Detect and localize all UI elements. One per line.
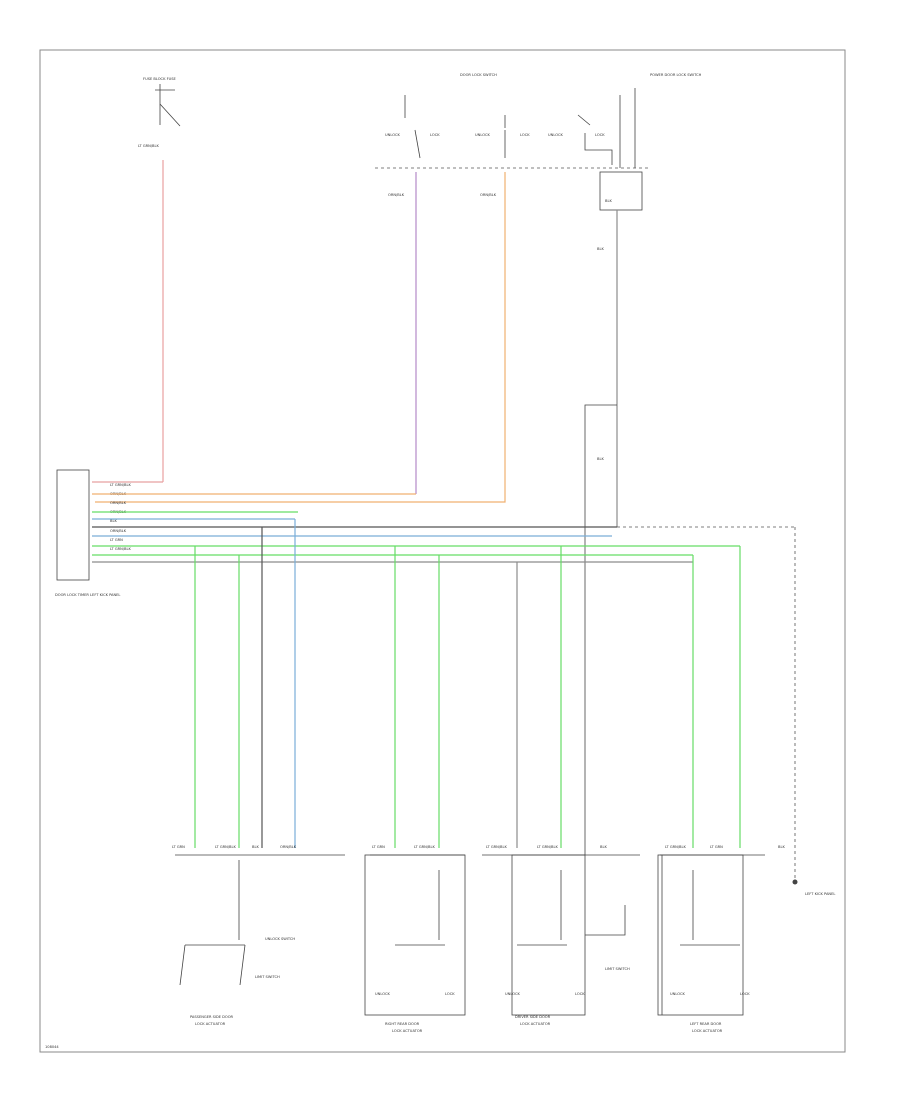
pass-block-sub: LOCK ACTUATOR	[195, 1022, 226, 1026]
orange-wire-drop	[95, 172, 506, 503]
rr-block-title: RIGHT REAR DOOR	[385, 1022, 420, 1026]
connector-blk-tag: BLK	[605, 199, 612, 203]
ground-label: LEFT KICK PANEL	[805, 892, 835, 896]
bottom-wire-tags: LT GRN LT GRN/BLK BLK ORN/BLK LT GRN LT …	[172, 845, 785, 849]
pin-label-8: LT GRN/BLK	[110, 547, 131, 551]
rr-unlock: UNLOCK	[375, 992, 391, 996]
fuse-block-label: FUSE BLOCK FUSE	[143, 77, 177, 81]
pin-label-7: LT GRN	[110, 538, 123, 542]
drv-block-sub: LOCK ACTUATOR	[520, 1022, 551, 1026]
switch3-unlock: UNLOCK	[548, 133, 564, 137]
btag-4: ORN/BLK	[280, 845, 297, 849]
drv-unlock: UNLOCK	[505, 992, 521, 996]
diagram-frame	[39, 49, 846, 1053]
btag-11: LT GRN	[710, 845, 723, 849]
module-pin-labels: LT GRN/BLK ORN/BLK ORN/BLK ORN/BLK BLK O…	[110, 483, 131, 551]
fuse-block	[155, 84, 181, 127]
lr-block-title: LEFT REAR DOOR	[690, 1022, 722, 1026]
blk-tag-2: BLK	[597, 457, 604, 461]
pass-limit-switch: LIMIT SWITCH	[255, 975, 280, 979]
switch-connector: BLK	[599, 171, 643, 211]
door-lock-switch-label: DOOR LOCK SWITCH	[460, 73, 497, 77]
btag-2: LT GRN/BLK	[215, 845, 236, 849]
btag-10: LT GRN/BLK	[665, 845, 686, 849]
pin-label-5: BLK	[110, 519, 117, 523]
btag-5: LT GRN	[372, 845, 385, 849]
pin-label-6: ORN/BLK	[110, 529, 127, 533]
pass-block-title: PASSENGER SIDE DOOR	[190, 1015, 234, 1019]
lr-lock: LOCK	[740, 992, 750, 996]
drv-block-title: DRIVER SIDE DOOR	[515, 1015, 551, 1019]
door-lock-module	[56, 469, 90, 581]
lock-switch-2: UNLOCK LOCK	[475, 115, 530, 158]
left-rear-door-block: UNLOCK LOCK LEFT REAR DOOR LOCK ACTUATOR	[657, 854, 750, 1033]
module-label: DOOR LOCK TIMER LEFT KICK PANEL	[55, 593, 120, 597]
orange-wire-tag: ORN/BLK	[480, 193, 497, 197]
pin-label-3: ORN/BLK	[110, 501, 127, 505]
limit-switch-return	[584, 404, 617, 855]
lr-block-sub: LOCK ACTUATOR	[692, 1029, 723, 1033]
ground-point	[792, 879, 798, 885]
page-reference: 108044	[45, 1045, 59, 1049]
switch1-unlock: UNLOCK	[385, 133, 401, 137]
btag-9: BLK	[600, 845, 607, 849]
switch3-lock: LOCK	[595, 133, 605, 137]
blk-tag-1: BLK	[597, 247, 604, 251]
drv-limit-switch: LIMIT SWITCH	[605, 967, 630, 971]
power-lock-switch-label: POWER DOOR LOCK SWITCH	[650, 73, 702, 77]
switch1-lock: LOCK	[430, 133, 440, 137]
btag-12: BLK	[778, 845, 785, 849]
drv-lock: LOCK	[575, 992, 585, 996]
purple-wire-tag: ORN/BLK	[388, 193, 405, 197]
right-rear-door-block: UNLOCK LOCK RIGHT REAR DOOR LOCK ACTUATO…	[364, 854, 466, 1033]
btag-8: LT GRN/BLK	[537, 845, 558, 849]
pass-unlock-switch: UNLOCK SWITCH	[265, 937, 295, 941]
switch2-unlock: UNLOCK	[475, 133, 491, 137]
lr-unlock: UNLOCK	[670, 992, 686, 996]
switch2-lock: LOCK	[520, 133, 530, 137]
rr-block-sub: LOCK ACTUATOR	[392, 1029, 423, 1033]
btag-3: BLK	[252, 845, 259, 849]
btag-6: LT GRN/BLK	[414, 845, 435, 849]
lock-switch-3: UNLOCK LOCK	[548, 88, 636, 168]
rr-lock: LOCK	[445, 992, 455, 996]
btag-7: LT GRN/BLK	[486, 845, 507, 849]
pin-label-1: LT GRN/BLK	[110, 483, 131, 487]
driver-door-block: UNLOCK LOCK DRIVER SIDE DOOR LOCK ACTUAT…	[505, 854, 630, 1026]
lock-switch-1: UNLOCK LOCK	[385, 95, 440, 159]
passenger-door-block: UNLOCK SWITCH LIMIT SWITCH PASSENGER SID…	[179, 860, 295, 1026]
btag-1: LT GRN	[172, 845, 185, 849]
fuse-wire-tag: LT GRN/BLK	[138, 144, 159, 148]
